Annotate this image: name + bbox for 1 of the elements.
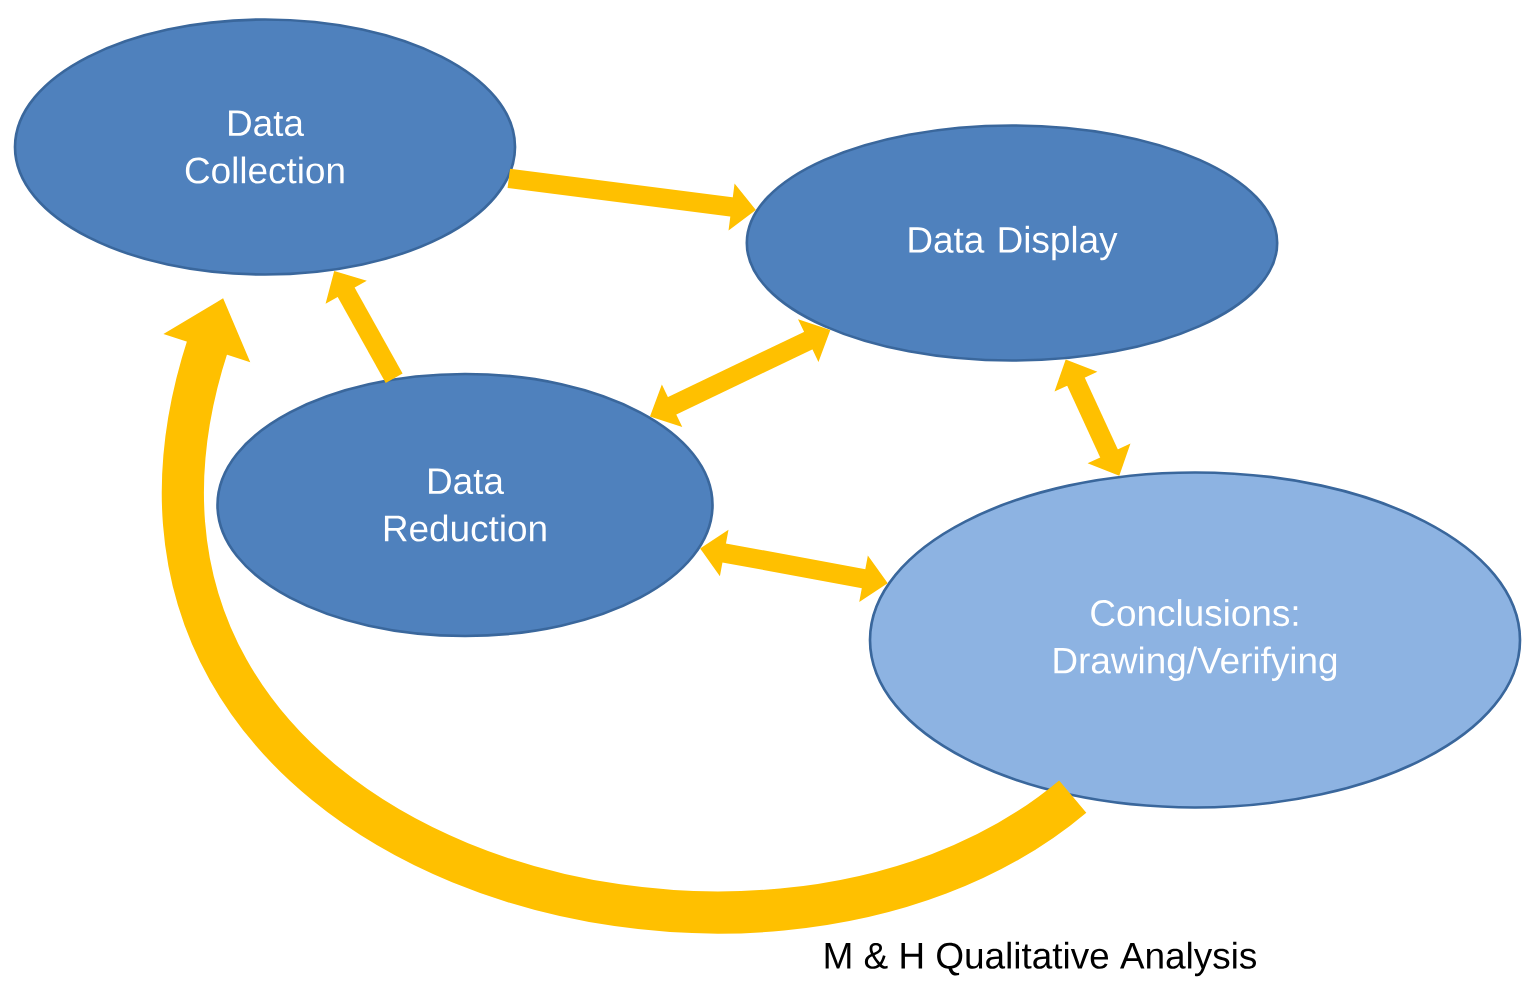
caption-text: M & H Qualitative Analysis xyxy=(825,941,1256,977)
